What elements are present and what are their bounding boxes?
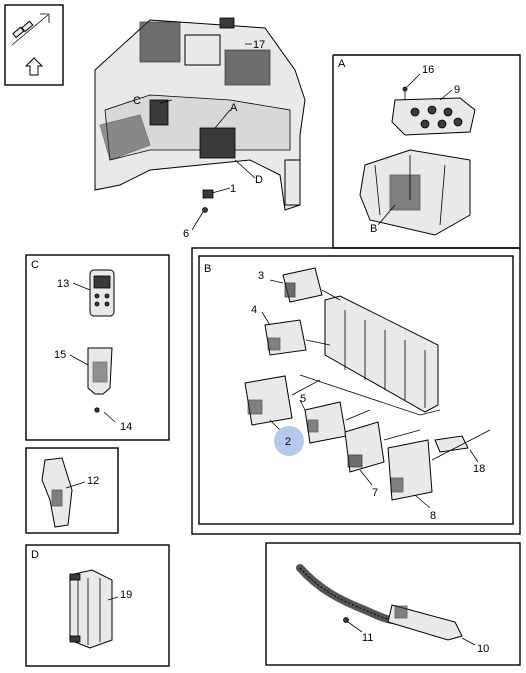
callout-5: 5 <box>300 393 306 405</box>
panel-a: A <box>332 54 521 249</box>
panel-c: C <box>25 254 170 441</box>
callout-4: 4 <box>251 304 257 316</box>
callout-13: 13 <box>57 278 69 290</box>
panel-c-label: C <box>31 259 39 271</box>
callout-12: 12 <box>87 475 99 487</box>
callout-17: 17 <box>253 39 265 51</box>
callout-8: 8 <box>430 510 436 522</box>
callout-2: 2 <box>285 436 291 448</box>
callout-7: 7 <box>372 487 378 499</box>
panel-small-12 <box>25 447 119 534</box>
callout-c-overview: C <box>133 95 141 107</box>
callout-9: 9 <box>454 84 460 96</box>
callout-3: 3 <box>258 270 264 282</box>
instrument-panel-overview <box>94 17 306 231</box>
callout-2-highlight <box>274 426 304 456</box>
callout-18: 18 <box>473 463 485 475</box>
orientation-box <box>4 4 64 86</box>
callout-11: 11 <box>362 632 373 644</box>
callout-14: 14 <box>120 421 132 433</box>
orientation-arrow-icon <box>11 13 50 76</box>
callout-16: 16 <box>422 64 434 76</box>
panel-a-label: A <box>338 58 346 70</box>
callout-15: 15 <box>54 349 66 361</box>
callout-b-panel-a: B <box>370 223 377 235</box>
panel-b-label: B <box>204 263 211 275</box>
callout-1: 1 <box>230 183 236 195</box>
panel-d-label: D <box>31 549 39 561</box>
panel-wiring <box>265 542 521 666</box>
callout-a-overview: A <box>230 102 238 114</box>
callout-10: 10 <box>477 643 489 655</box>
callout-d-overview: D <box>255 174 263 186</box>
callout-6: 6 <box>183 228 189 240</box>
callout-19: 19 <box>120 589 132 601</box>
panel-d: D <box>25 544 170 667</box>
panel-b: B <box>191 247 521 535</box>
